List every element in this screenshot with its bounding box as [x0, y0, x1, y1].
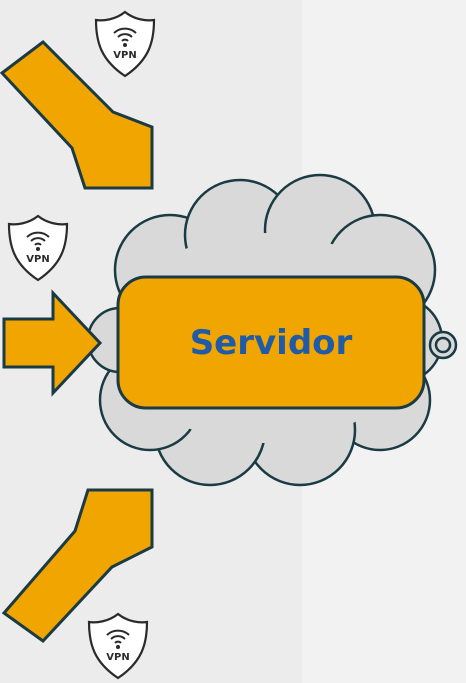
- arrow-middle: [2, 289, 103, 397]
- vpn-label: VPN: [26, 254, 49, 265]
- vpn-shield-icon: VPN: [7, 214, 69, 282]
- vpn-label: VPN: [113, 50, 136, 61]
- server-box: [116, 275, 426, 410]
- vpn-shield-icon: VPN: [87, 612, 149, 680]
- arrow-top: [0, 40, 154, 190]
- vpn-label: VPN: [106, 652, 129, 663]
- arrow-bottom: [1, 488, 154, 643]
- vpn-shield-icon: VPN: [94, 10, 156, 78]
